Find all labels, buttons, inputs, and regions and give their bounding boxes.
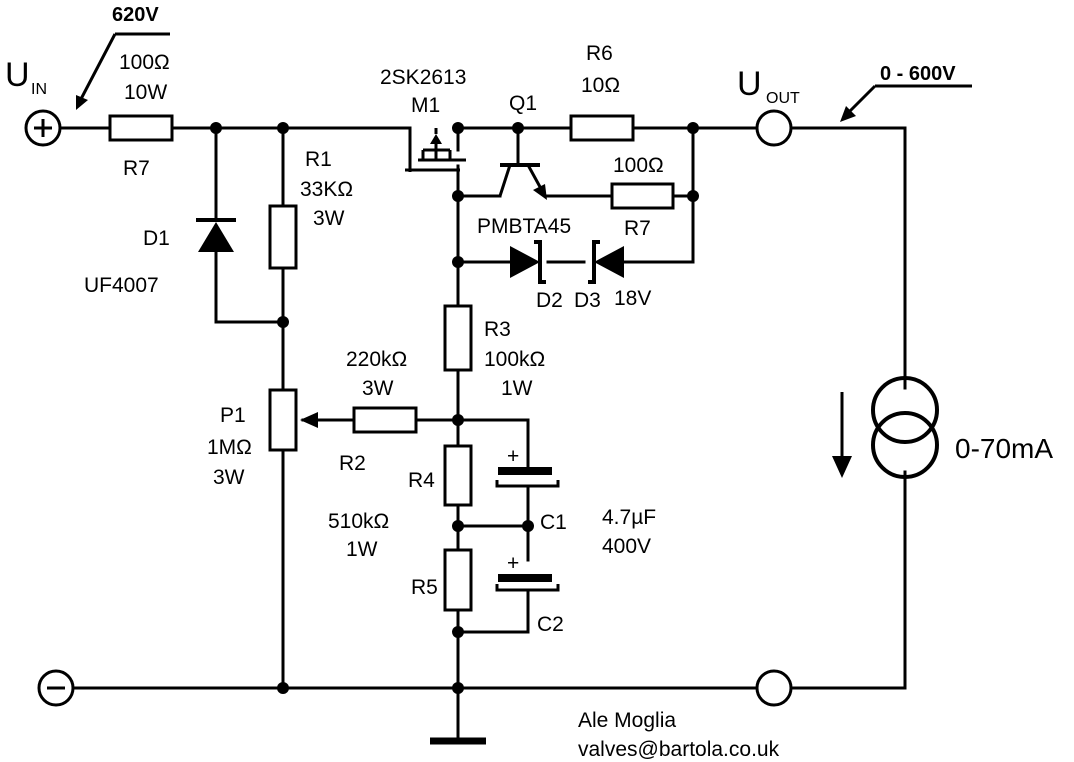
output-positive-terminal <box>755 109 793 147</box>
zener-voltage: 18V <box>614 287 651 310</box>
d1-part: UF4007 <box>84 274 159 297</box>
output-voltage-pointer <box>840 84 972 122</box>
author-name: Ale Moglia <box>578 709 676 732</box>
r4-name: R4 <box>408 469 435 492</box>
vout-subscript: OUT <box>766 90 800 107</box>
r2-name: R2 <box>339 452 366 475</box>
cap-value: 4.7µF <box>602 506 656 529</box>
r4-r5-power: 1W <box>346 538 378 561</box>
vin-value: 620V <box>112 4 159 26</box>
c2-name: C2 <box>537 613 564 636</box>
r6-value: 10Ω <box>581 74 620 97</box>
c1-plus: + <box>507 445 519 468</box>
r3-value: 100kΩ <box>484 348 545 371</box>
q1-transistor <box>498 163 547 200</box>
r2-power: 3W <box>362 377 394 400</box>
d2-name: D2 <box>536 289 563 312</box>
d3-zener-diode <box>588 240 624 284</box>
q1-name: Q1 <box>509 92 537 115</box>
p1-power: 3W <box>213 466 245 489</box>
junction-dots <box>210 122 699 694</box>
vout-value: 0 - 600V <box>880 63 956 85</box>
p1-name: P1 <box>220 404 246 427</box>
c1-capacitor <box>495 467 560 488</box>
d2-zener-diode <box>510 240 546 284</box>
d3-name: D3 <box>574 289 601 312</box>
r3-power: 1W <box>501 377 533 400</box>
vout-label: U <box>737 65 762 103</box>
current-sink-symbol <box>871 376 939 479</box>
r7-input-name: R7 <box>123 157 150 180</box>
d1-name: D1 <box>143 227 170 250</box>
output-negative-terminal <box>755 669 793 707</box>
input-plus-terminal <box>24 109 62 147</box>
r7-base-value: 100Ω <box>613 154 664 177</box>
input-minus-terminal <box>37 669 75 707</box>
r1-power: 3W <box>313 207 345 230</box>
r7-input-resistor <box>108 114 174 142</box>
p1-value: 1MΩ <box>207 436 252 459</box>
r6-name: R6 <box>586 42 613 65</box>
q1-part: PMBTA45 <box>477 215 571 238</box>
r7-input-value: 100Ω <box>119 51 170 74</box>
r4-resistor <box>443 444 473 507</box>
c2-plus: + <box>507 552 519 575</box>
input-voltage-pointer <box>76 32 170 110</box>
wires <box>58 126 907 742</box>
r7-base-resistor <box>610 182 675 210</box>
c1-name: C1 <box>540 511 567 534</box>
r7-base-name: R7 <box>624 217 651 240</box>
r1-name: R1 <box>305 148 332 171</box>
vin-label: U <box>5 56 30 94</box>
r3-resistor <box>443 304 473 372</box>
m1-part: 2SK2613 <box>380 66 466 89</box>
load-current-range: 0-70mA <box>955 433 1053 464</box>
p1-potentiometer <box>268 388 298 452</box>
r5-resistor <box>443 548 473 612</box>
r6-resistor <box>569 114 635 142</box>
m1-mosfet <box>405 128 466 172</box>
m1-name: M1 <box>411 94 440 117</box>
r3-name: R3 <box>484 318 511 341</box>
current-direction-arrow <box>832 392 852 478</box>
cap-voltage: 400V <box>602 535 651 558</box>
c2-capacitor <box>495 574 560 592</box>
r7-input-power: 10W <box>124 81 167 104</box>
r1-value: 33KΩ <box>300 178 353 201</box>
r2-value: 220kΩ <box>346 348 407 371</box>
r1-resistor <box>268 204 298 270</box>
author-email: valves@bartola.co.uk <box>578 738 780 761</box>
r4-r5-value: 510kΩ <box>328 510 389 533</box>
r5-name: R5 <box>411 576 438 599</box>
vin-subscript: IN <box>31 81 47 98</box>
d1-diode <box>196 218 236 252</box>
p1-wiper-arrow <box>300 412 318 428</box>
r2-resistor <box>352 406 418 434</box>
